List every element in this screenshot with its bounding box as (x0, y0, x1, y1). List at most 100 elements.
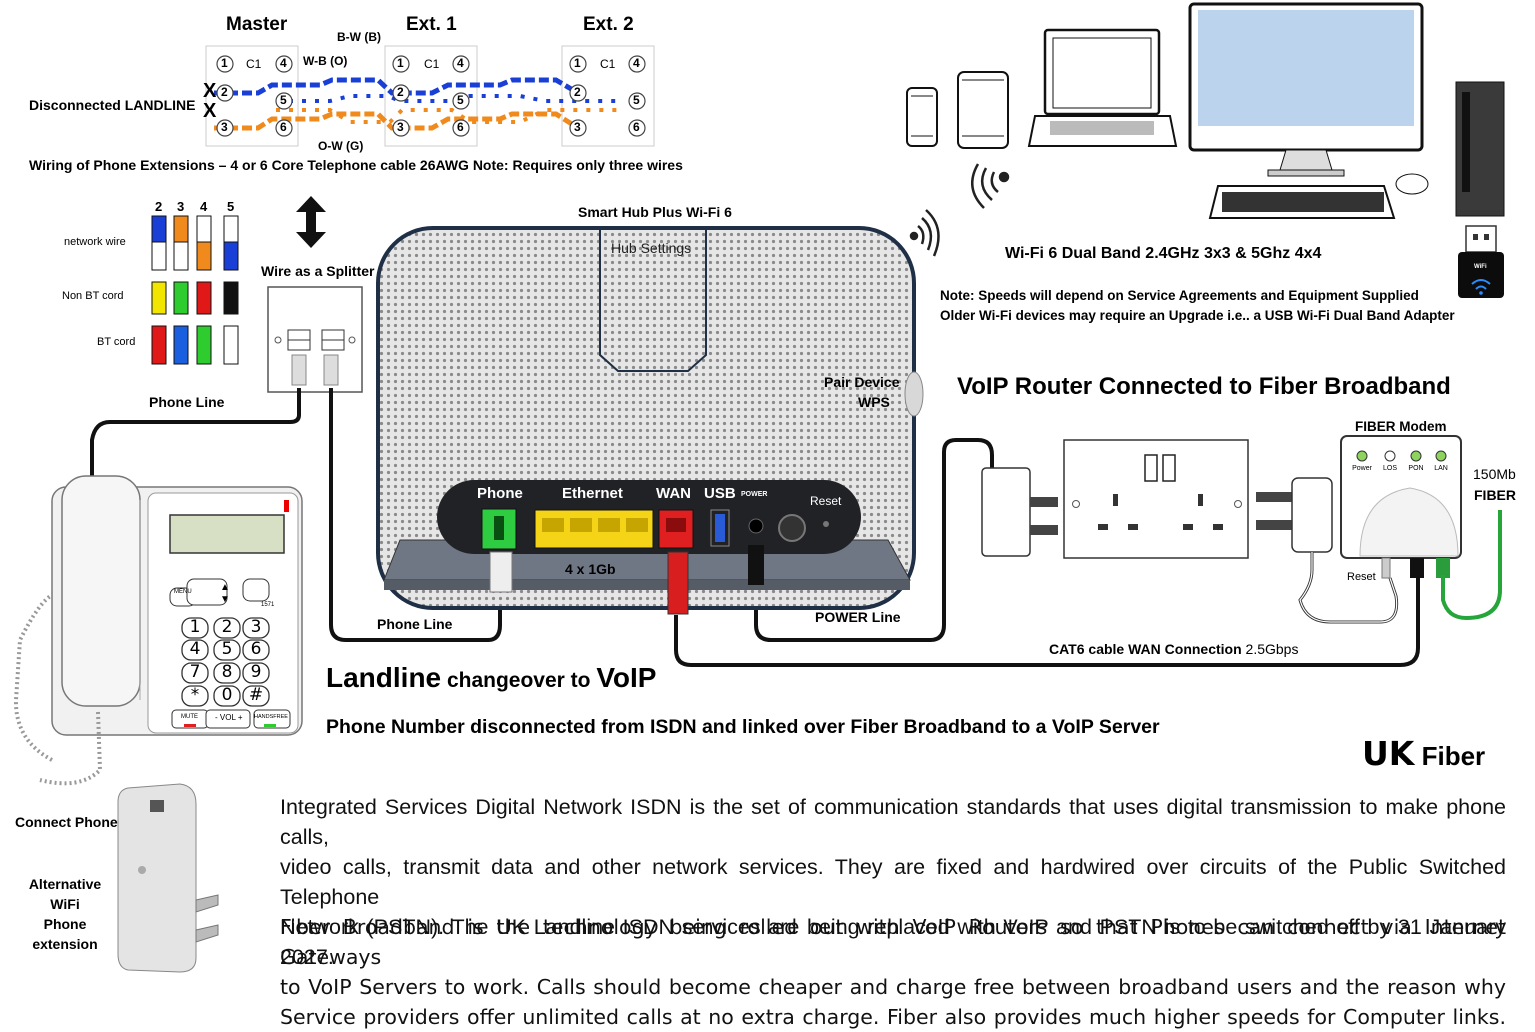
wifi-waves-hub-icon (909, 209, 940, 257)
changeover-title-c: VoIP (596, 662, 657, 693)
wan-cable (674, 575, 1420, 667)
nav-arrows-icon: ▲▼ (220, 582, 230, 605)
phone-bottom-key (205, 709, 251, 729)
bt-cord-swatch (151, 325, 167, 365)
pin-number: 4 (280, 56, 287, 70)
usb-wifi-dongle-icon (1458, 225, 1504, 298)
handsfree-key-label: HANDSFREE (254, 714, 288, 720)
pin-number: 3 (221, 120, 228, 134)
fiber-line: Fiber Broadband is the technology being … (280, 915, 1506, 969)
isdn-paragraph: Integrated Services Digital Network ISDN… (280, 792, 1506, 972)
pc-tower-icon (1455, 81, 1505, 217)
phone-line-bottom-label: Phone Line (377, 616, 453, 632)
cat6-label: CAT6 cable WAN Connection 2.5Gbps (1049, 641, 1298, 657)
alt-wifi-extension-label: Alternative WiFi Phone extension (18, 874, 112, 954)
wps-label: WPS (858, 394, 890, 410)
pin-number: 1 (397, 56, 404, 70)
network-wire-swatch (223, 241, 239, 271)
phone-key (213, 662, 241, 684)
phone-key-label: 0 (221, 685, 233, 705)
pin-number: 2 (574, 85, 581, 99)
phone-key (181, 662, 209, 684)
isdn-line: video calls, transmit data and other net… (280, 855, 1506, 909)
hub-plugs (489, 545, 764, 615)
phone-key (213, 639, 241, 661)
x-mark: X (203, 100, 217, 122)
pin-number: 5 (457, 93, 464, 107)
changeover-title: Landline changeover to VoIP (326, 662, 656, 694)
non-bt-cord-swatch (223, 281, 239, 315)
phone-key (181, 639, 209, 661)
cat6-label-a: CAT6 cable WAN Connection (1049, 641, 1242, 657)
phone-bottom-key (253, 709, 291, 729)
alt-line: WiFi (50, 896, 80, 912)
phone-key (213, 685, 241, 707)
bt-cord-label: BT cord (97, 336, 136, 348)
pair-device-label: Pair Device (824, 374, 900, 390)
key-indicator (264, 724, 276, 727)
port-wan-label: WAN (656, 485, 691, 502)
phone-small-icon (906, 87, 938, 147)
fiber-line: Service providers offer unlimited calls … (280, 1005, 1506, 1029)
phone-key-label: 7 (189, 662, 201, 682)
pin-number: 2 (397, 85, 404, 99)
network-wire-swatch (196, 215, 212, 243)
non-bt-cord-label: Non BT cord (62, 290, 124, 302)
wiring-caption: Wiring of Phone Extensions – 4 or 6 Core… (29, 157, 683, 173)
cord-color-swatches (151, 215, 239, 365)
hub-settings-label: Hub Settings (611, 240, 692, 256)
laptop-icon (1027, 28, 1178, 147)
phone-key (181, 685, 209, 707)
splitter-label: Wire as a Splitter (261, 263, 375, 279)
hub-reset-label: Reset (810, 494, 842, 508)
pin-number: 6 (457, 120, 464, 134)
x-mark: X (203, 80, 217, 102)
pin-number: 4 (633, 56, 640, 70)
phone-key-label: 2 (221, 617, 233, 637)
pin-number: 5 (633, 93, 640, 107)
cord-number: 5 (227, 199, 235, 214)
wifi-extension-device (117, 783, 219, 973)
wiring-ext2-label: Ext. 2 (583, 14, 634, 35)
brand-uk: UK (1362, 734, 1415, 773)
port-usb-label: USB (704, 485, 736, 502)
c1-ext1: C1 (424, 57, 440, 71)
cord-number: 3 (177, 199, 185, 214)
bt-cord-swatch (223, 325, 239, 365)
changeover-title-a: Landline (326, 662, 442, 693)
alt-line: extension (32, 936, 98, 952)
tablet-icon (957, 71, 1009, 149)
wiring-ext1-label: Ext. 1 (406, 14, 457, 35)
pin-number: 5 (280, 93, 287, 107)
phone-key (242, 685, 270, 707)
wifi-note-1: Note: Speeds will depend on Service Agre… (940, 288, 1419, 303)
phone-key-label: 9 (250, 662, 262, 682)
phone-key (242, 639, 270, 661)
phone-key-label: 8 (221, 662, 233, 682)
disconnected-landline-label: Disconnected LANDLINE (29, 97, 196, 113)
modem-led-label: PON (1408, 465, 1424, 472)
port-power-label: POWER (741, 491, 768, 498)
hub-title: Smart Hub Plus Wi-Fi 6 (578, 204, 732, 220)
modem-led-label: LAN (1434, 465, 1448, 472)
alt-line: Phone (43, 916, 87, 932)
modem-title: FIBER Modem (1355, 419, 1447, 434)
network-wire-swatch (223, 215, 239, 243)
phone-key (242, 662, 270, 684)
network-wire-label: network wire (64, 236, 126, 248)
phone-key-label: 5 (221, 639, 233, 659)
phone-function-key (242, 578, 270, 602)
key-indicator (184, 724, 196, 727)
c1-ext2: C1 (600, 57, 616, 71)
wall-socket (1063, 439, 1249, 559)
phone-key-label: 1 (189, 617, 201, 637)
fiber-speed-label: 150Mb (1473, 466, 1516, 482)
phone-key (213, 617, 241, 639)
fiber-cable (1441, 510, 1502, 621)
modem-reset-label: Reset (1347, 571, 1376, 583)
wifi-note-2: Older Wi-Fi devices may require an Upgra… (940, 308, 1455, 323)
phone-keypad (169, 578, 291, 729)
wire-blue (214, 77, 620, 103)
cord-number: 2 (155, 199, 163, 214)
brand-fiber: Fiber (1414, 741, 1486, 771)
